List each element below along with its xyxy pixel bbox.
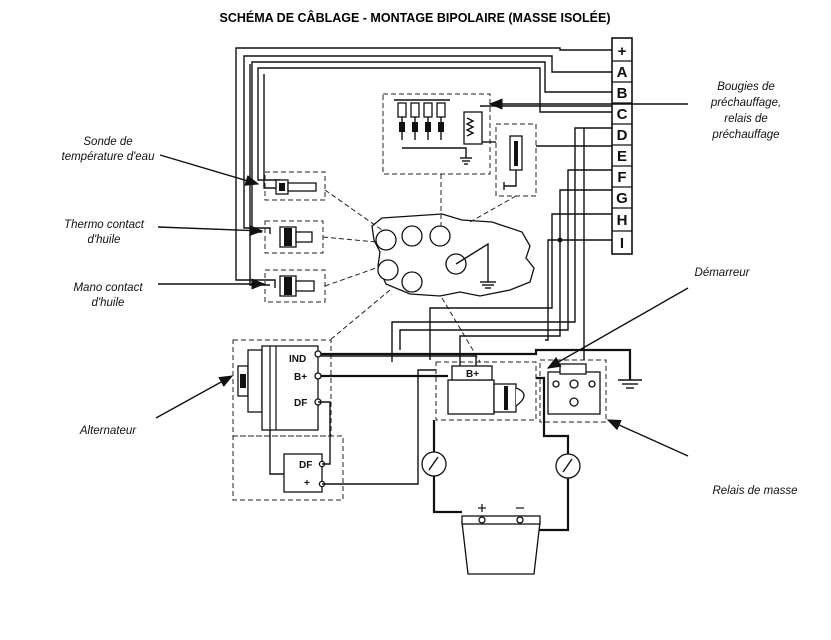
label-thermo-1: Thermo contact bbox=[64, 219, 145, 231]
terminal-d: D bbox=[617, 127, 628, 144]
label-mano-2: d'huile bbox=[92, 297, 125, 309]
label-demarreur: Démarreur bbox=[695, 267, 751, 279]
battery bbox=[461, 504, 541, 575]
label-bougies-1: Bougies de bbox=[717, 81, 775, 93]
battery-circuit bbox=[421, 420, 581, 532]
regulator-plus-label: + bbox=[304, 478, 310, 489]
starter-wiring bbox=[391, 127, 612, 374]
glow-plug-4 bbox=[436, 102, 446, 140]
glow-plug-group bbox=[382, 93, 491, 175]
label-bougies-4: préchauffage bbox=[711, 129, 779, 141]
glow-plug-1 bbox=[397, 102, 407, 140]
diagram-title: SCHÉMA DE CÂBLAGE - MONTAGE BIPOLAIRE (M… bbox=[220, 10, 611, 25]
terminal-g: G bbox=[616, 190, 628, 207]
water-temp-sensor bbox=[264, 171, 326, 201]
terminal-a: A bbox=[617, 64, 628, 81]
voltage-regulator: DF + bbox=[269, 401, 331, 493]
terminal-h: H bbox=[617, 212, 628, 229]
regulator-df-label: DF bbox=[299, 460, 312, 471]
oil-thermo-contact bbox=[264, 220, 324, 254]
alternator-ind-label: IND bbox=[289, 354, 306, 365]
starter-bplus-label: B+ bbox=[466, 369, 479, 380]
alternator-bplus-label: B+ bbox=[294, 372, 307, 383]
terminal-e: E bbox=[617, 148, 627, 165]
ground-relay bbox=[536, 359, 607, 460]
glow-plug-2 bbox=[410, 102, 420, 140]
label-alternateur: Alternateur bbox=[79, 425, 137, 437]
label-bougies-3: relais de bbox=[724, 113, 767, 125]
alternator: IND B+ DF bbox=[232, 339, 344, 501]
alternator-df-label: DF bbox=[294, 398, 307, 409]
glow-plug-3 bbox=[423, 102, 433, 140]
label-thermo-2: d'huile bbox=[88, 234, 121, 246]
callout-labels: Sonde de température d'eau Thermo contac… bbox=[62, 81, 798, 497]
terminal-i: I bbox=[620, 235, 624, 252]
label-sonde-1: Sonde de bbox=[83, 136, 132, 148]
starter-motor: B+ bbox=[435, 361, 537, 421]
engine-block bbox=[371, 213, 535, 297]
terminal-b: B bbox=[617, 85, 628, 102]
preheat-relay bbox=[480, 105, 612, 197]
label-mano-1: Mano contact bbox=[73, 282, 143, 294]
charging-wiring bbox=[321, 348, 642, 485]
pointer-arrows bbox=[155, 98, 689, 457]
label-bougies-2: préchauffage, bbox=[710, 97, 781, 109]
terminal-plus: + bbox=[618, 43, 627, 60]
label-sonde-2: température d'eau bbox=[62, 151, 156, 163]
terminal-strip: + A B C D E F G H I bbox=[611, 37, 633, 255]
terminal-f: F bbox=[617, 169, 626, 186]
label-relais-masse: Relais de masse bbox=[712, 485, 797, 497]
terminal-c: C bbox=[617, 106, 628, 123]
oil-pressure-contact bbox=[264, 269, 326, 303]
